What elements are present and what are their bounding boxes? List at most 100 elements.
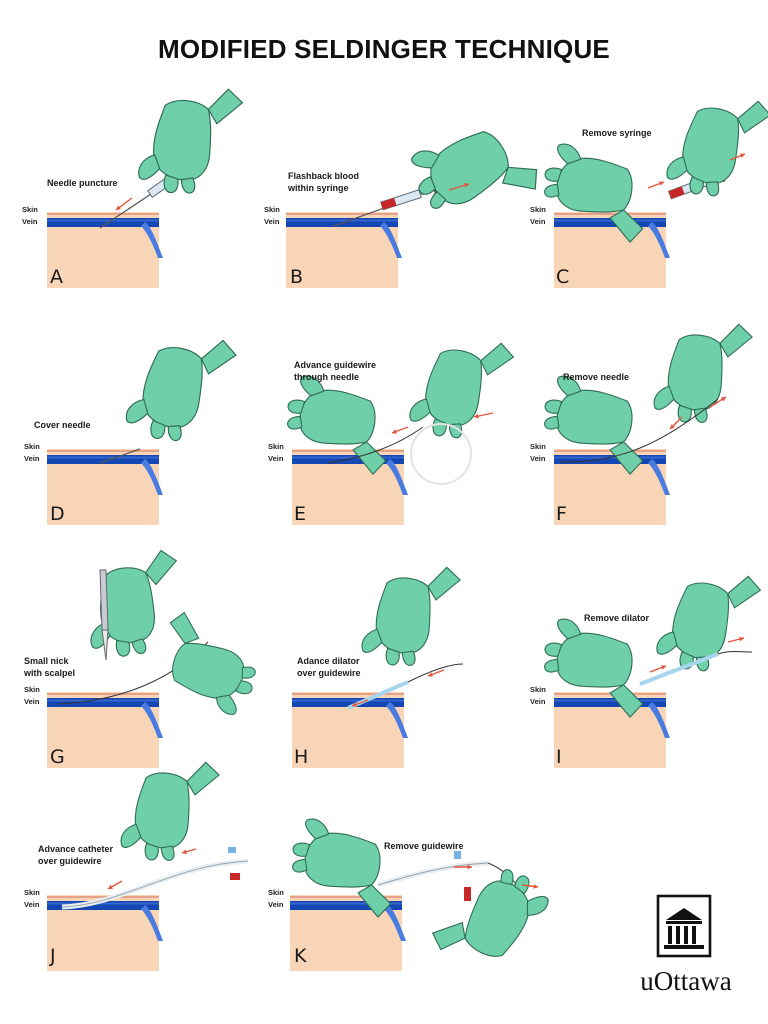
vein-tail (384, 905, 406, 941)
panel-i-letter: I (556, 746, 562, 768)
glove-palm (375, 577, 431, 654)
glove-left (544, 375, 644, 475)
glove-finger (115, 639, 131, 657)
panel-k: Remove guidewire Skin Vein K (268, 765, 549, 995)
glove-finger (385, 647, 400, 666)
uottawa-wordmark: uOttawa (640, 966, 732, 996)
panel-g-illustration (47, 549, 256, 768)
glove-cuff (352, 441, 387, 475)
vein-label: Vein (268, 900, 284, 909)
panel-g-letter: G (50, 746, 65, 768)
panel-a: Needle puncture Skin Vein A (22, 80, 272, 310)
glove-thumb (138, 154, 161, 180)
vein-label: Vein (22, 217, 38, 226)
vein-highlight (554, 699, 666, 702)
panel-c-letter: C (556, 266, 570, 288)
panel-b: Flashback blood within syringe Skin Vein… (264, 80, 538, 310)
catheter-outline (377, 862, 489, 886)
vein-tail (648, 702, 670, 738)
glove-thumb (666, 156, 688, 180)
panel-j-caption: Advance catheter over guidewire (38, 844, 114, 866)
direction-arrowhead (352, 702, 357, 707)
glove-cuff (719, 323, 753, 358)
glove-cuff (207, 88, 244, 125)
glove-finger (292, 842, 311, 857)
vein-tail (380, 222, 402, 258)
vein-tail (141, 222, 163, 258)
vein-label: Vein (530, 217, 546, 226)
panel-b-caption: Flashback blood within syringe (288, 171, 360, 193)
panel-j: Advance catheter over guidewire Skin Vei… (22, 761, 272, 995)
glove-cuff (357, 884, 392, 918)
glove-palm (134, 772, 190, 849)
glove-right (653, 323, 753, 423)
glove-palm (100, 567, 155, 644)
vein-tail (648, 222, 670, 258)
glove-finger (131, 638, 147, 655)
glove-left (287, 375, 387, 475)
glove-finger (287, 415, 303, 430)
panel-e-illustration (287, 342, 515, 525)
glove-thumb (653, 385, 675, 410)
glove-finger (544, 167, 563, 182)
glove-palm (430, 131, 509, 205)
direction-arrowhead (721, 397, 726, 402)
glove-thumb (215, 694, 237, 715)
glove-palm (464, 880, 530, 957)
vein-highlight (47, 699, 159, 702)
glove-cuff (145, 549, 178, 586)
glove-finger (448, 423, 463, 439)
guidewire (407, 663, 464, 683)
glove-finger (514, 875, 530, 895)
syringe-blood (380, 197, 397, 210)
glove-right (361, 566, 461, 666)
panel-e-caption: Advance guidewire through needle (294, 360, 377, 382)
direction-arrowhead (467, 864, 472, 870)
direction-arrowhead (116, 205, 121, 210)
glove-finger (544, 658, 560, 673)
skin-label: Skin (264, 205, 280, 214)
glove-thumb (305, 818, 330, 840)
panel-h-illustration (292, 566, 464, 768)
glove-right (120, 761, 220, 861)
vein-band (47, 901, 159, 910)
glove-left (292, 818, 392, 918)
panel-c-illustration (544, 100, 768, 288)
catheter-port-blue (228, 847, 236, 853)
glove-thumb (300, 375, 325, 397)
glove-right (90, 549, 178, 657)
scalpel-blade (101, 629, 109, 661)
vein-highlight (286, 219, 398, 222)
panel-f-letter: F (556, 503, 567, 525)
glove-finger (544, 642, 563, 657)
glove-palm (672, 582, 730, 660)
vein-band (290, 901, 402, 910)
panel-g: Small nick with scalpel Skin Vein G (22, 549, 272, 790)
glove-finger (418, 176, 436, 195)
guidewire (559, 398, 719, 463)
direction-arrowhead (670, 424, 675, 429)
glove-palm (556, 389, 633, 445)
direction-arrowhead (661, 665, 666, 670)
vein-highlight (290, 902, 402, 905)
direction-arrowhead (108, 884, 113, 889)
page-title: MODIFIED SELDINGER TECHNIQUE (158, 34, 610, 64)
glove-cuff (737, 100, 768, 134)
glove-right (656, 575, 762, 672)
skin-label: Skin (530, 685, 546, 694)
glove-palm (172, 642, 245, 700)
vein-band (554, 218, 666, 227)
vein-highlight (292, 456, 404, 459)
vein-label: Vein (268, 454, 284, 463)
vein-highlight (292, 699, 404, 702)
university-building-icon (656, 894, 712, 958)
panel-f-caption: Remove needle (563, 372, 630, 382)
skin-label: Skin (22, 205, 38, 214)
glove-thumb (526, 895, 549, 916)
glove-finger (292, 858, 308, 873)
direction-arrowhead (474, 413, 479, 419)
panel-h-letter: H (294, 746, 309, 768)
glove-finger (544, 183, 560, 198)
panel-d-letter: D (50, 503, 65, 525)
panel-c: Remove syringe Skin Vein C (530, 80, 768, 310)
